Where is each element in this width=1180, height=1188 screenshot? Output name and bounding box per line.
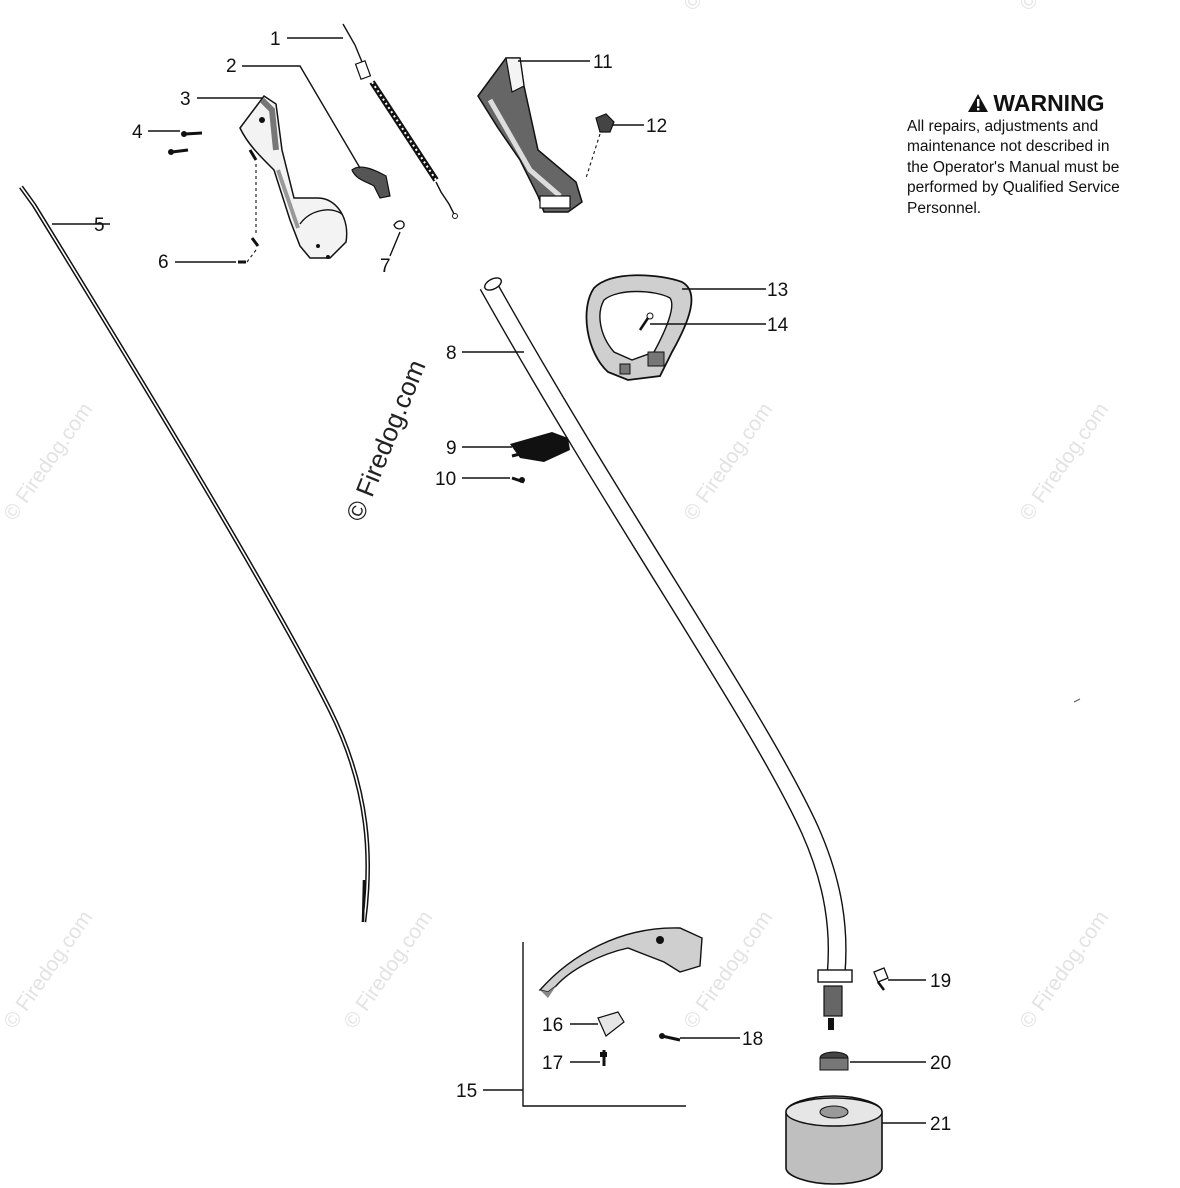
part-handle-half [477, 57, 583, 213]
callout-16: 16 [542, 1015, 563, 1036]
warning-line: Personnel. [907, 199, 982, 217]
part-shield [538, 927, 703, 998]
part-throttle-cable [342, 23, 458, 219]
part-shield-bracket [522, 942, 686, 1107]
warning-title-text: WARNING [993, 90, 1105, 116]
watermark-tile: © Firedog.com [0, 907, 97, 1033]
part-assist-handle [585, 274, 693, 381]
part-wing-nut [873, 967, 889, 991]
part-bolt [638, 312, 654, 331]
warning-triangle-icon [968, 94, 989, 112]
callout-labels: 1 2 3 4 5 6 7 8 9 10 11 12 13 14 15 16 1… [94, 29, 951, 1135]
callout-17: 17 [542, 1053, 563, 1074]
watermark-tile: © Firedog.com [0, 399, 97, 525]
callout-12: 12 [646, 116, 667, 137]
part-switch [585, 113, 615, 179]
part-drive-shaft [19, 185, 371, 923]
callout-7: 7 [380, 256, 391, 277]
warning-body: All repairs, adjustments and maintenance… [907, 117, 1172, 219]
watermark-tile: © Firedog.com [341, 0, 439, 1]
callout-3: 3 [180, 89, 191, 110]
watermark-tile: © Firedog.com [1015, 399, 1113, 525]
callout-6: 6 [158, 252, 169, 273]
part-spindle [817, 969, 853, 1030]
part-screws [168, 131, 260, 264]
callout-10: 10 [435, 469, 456, 490]
watermark-tile: © Firedog.com [1015, 907, 1113, 1033]
callout-11: 11 [593, 52, 613, 73]
leader-lines [52, 37, 926, 1124]
warning-line: the Operator's Manual must be [907, 158, 1120, 176]
warning-title: WARNING [900, 90, 1172, 116]
callout-2: 2 [226, 56, 237, 77]
watermark-tile: © Firedog.com [1015, 0, 1113, 15]
part-trimmer-head [785, 1095, 883, 1185]
warning-notice: WARNING All repairs, adjustments and mai… [900, 90, 1172, 219]
callout-15: 15 [456, 1081, 477, 1102]
callout-19: 19 [930, 971, 951, 992]
part-adaptor-nut [819, 1051, 849, 1071]
part-handle-housing [239, 94, 348, 259]
watermark-tile: © Firedog.com [679, 907, 777, 1033]
part-clip [393, 220, 405, 230]
watermark-tile: © Firedog.com [679, 0, 777, 15]
watermark-tile: © Firedog.com [339, 907, 437, 1033]
callout-8: 8 [446, 343, 457, 364]
part-main-tube [479, 277, 847, 976]
watermark-tile: © Firedog.com [679, 399, 777, 525]
warning-line: performed by Qualified Service [907, 179, 1120, 197]
warning-line: All repairs, adjustments and [907, 118, 1099, 135]
callout-9: 9 [446, 438, 457, 459]
part-clamp [510, 432, 570, 484]
callout-13: 13 [767, 280, 788, 301]
main-watermark: © Firedog.com [340, 356, 432, 526]
part-line-cutter [597, 1011, 625, 1037]
callout-18: 18 [742, 1029, 763, 1050]
warning-line: maintenance not described in [907, 138, 1110, 156]
callout-1: 1 [270, 29, 281, 50]
callout-21: 21 [930, 1114, 951, 1135]
callout-5: 5 [94, 215, 105, 236]
callout-4: 4 [132, 122, 143, 143]
part-shield-screws [600, 1033, 681, 1066]
part-throttle-trigger [351, 166, 391, 199]
callout-14: 14 [767, 315, 789, 336]
callout-20: 20 [930, 1053, 951, 1074]
